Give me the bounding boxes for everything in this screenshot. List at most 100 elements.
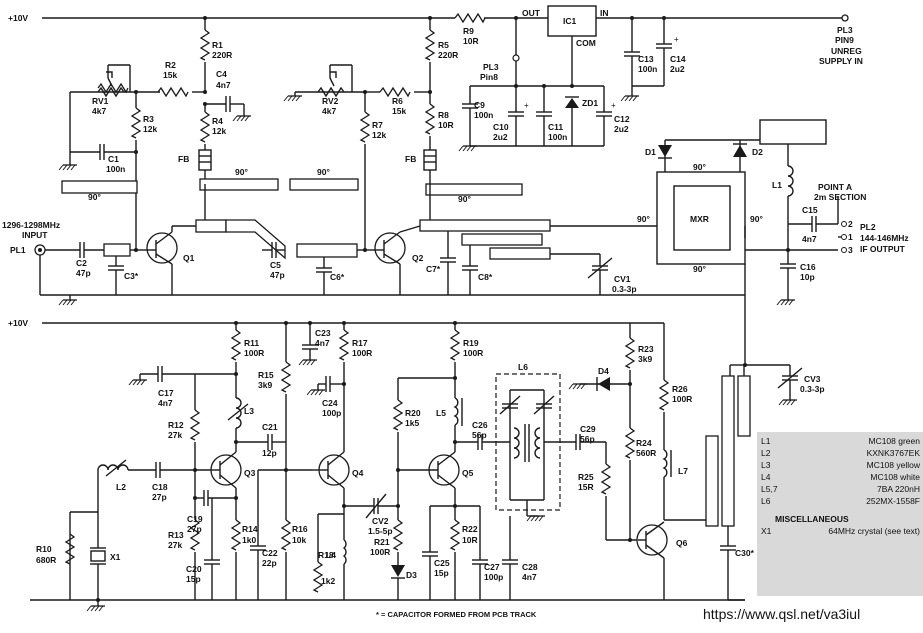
svg-text:R24: R24 <box>636 438 652 448</box>
svg-text:R15: R15 <box>258 370 274 380</box>
svg-text:90°: 90° <box>637 214 650 224</box>
regulator-ic1: IC1 OUT IN COM <box>522 5 609 86</box>
svg-text:R14: R14 <box>242 524 258 534</box>
svg-text:3k9: 3k9 <box>638 354 652 364</box>
svg-text:R21: R21 <box>374 537 390 547</box>
svg-text:R26: R26 <box>672 384 688 394</box>
svg-text:L1: L1 <box>772 180 782 190</box>
regulator-output-network: PL3 Pin8 C9 100n + C10 2u2 C11 100n ZD1 … <box>458 16 630 152</box>
svg-text:C29: C29 <box>580 424 596 434</box>
svg-text:560R: 560R <box>636 448 656 458</box>
svg-text:1.5-5p: 1.5-5p <box>368 526 393 536</box>
c7-c8: C7* C8* <box>426 231 493 295</box>
svg-text:144-146MHz: 144-146MHz <box>860 233 909 243</box>
svg-text:C25: C25 <box>434 558 450 568</box>
svg-text:R9: R9 <box>463 26 474 36</box>
svg-text:3: 3 <box>848 245 853 255</box>
mixer-block: MXR 90° 90° 90° 90° <box>550 162 763 274</box>
svg-text:CV1: CV1 <box>614 274 631 284</box>
svg-text:100p: 100p <box>322 408 341 418</box>
legend-key: L5,7 <box>761 484 778 494</box>
svg-text:4k7: 4k7 <box>322 106 336 116</box>
q5-network: R20 1k5 R21 100R D3 R19 100R L5 C26 56p <box>370 321 510 600</box>
svg-text:C28: C28 <box>522 562 538 572</box>
svg-text:IN: IN <box>600 8 609 18</box>
svg-text:L5: L5 <box>436 408 446 418</box>
svg-text:27k: 27k <box>168 540 182 550</box>
svg-text:100R: 100R <box>370 547 390 557</box>
svg-text:R25: R25 <box>578 472 594 482</box>
svg-text:C20: C20 <box>186 564 202 574</box>
legend-key: L4 <box>761 472 771 482</box>
svg-text:100n: 100n <box>548 132 567 142</box>
legend-key: L1 <box>761 436 771 446</box>
pcb-capacitor-footnote: * = CAPACITOR FORMED FROM PCB TRACK <box>376 610 537 619</box>
svg-text:R23: R23 <box>638 344 654 354</box>
svg-text:100R: 100R <box>352 348 372 358</box>
svg-text:R18: R18 <box>318 550 334 560</box>
svg-text:100R: 100R <box>463 348 483 358</box>
transistor-q5: Q5 <box>418 448 474 520</box>
svg-text:1k0: 1k0 <box>242 535 256 545</box>
svg-text:90°: 90° <box>88 192 101 202</box>
svg-text:R8: R8 <box>438 110 449 120</box>
svg-text:C15: C15 <box>802 205 818 215</box>
svg-text:C12: C12 <box>614 114 630 124</box>
transistor-q6: Q6 <box>636 521 688 600</box>
svg-text:90°: 90° <box>693 264 706 274</box>
svg-text:C19: C19 <box>187 514 203 524</box>
svg-text:R19: R19 <box>463 338 479 348</box>
svg-text:15p: 15p <box>434 568 449 578</box>
svg-text:PL3: PL3 <box>483 62 499 72</box>
svg-text:12k: 12k <box>143 124 157 134</box>
svg-text:R17: R17 <box>352 338 368 348</box>
svg-text:10k: 10k <box>292 535 306 545</box>
pl3-pin9-terminal <box>841 14 849 22</box>
c5: C5 47p <box>262 242 285 280</box>
svg-text:C17: C17 <box>158 388 174 398</box>
svg-text:PL3: PL3 <box>837 25 853 35</box>
svg-text:C5: C5 <box>270 260 281 270</box>
svg-text:R5: R5 <box>438 40 449 50</box>
l4-r18: L4 R18 1k2 <box>313 504 347 600</box>
svg-text:C14: C14 <box>670 54 686 64</box>
svg-text:D4: D4 <box>598 366 609 376</box>
svg-text:ZD1: ZD1 <box>582 98 598 108</box>
svg-text:15k: 15k <box>163 70 177 80</box>
svg-text:27p: 27p <box>187 524 202 534</box>
svg-text:R4: R4 <box>212 116 223 126</box>
svg-text:3k9: 3k9 <box>258 380 272 390</box>
source-credit: https://www.qsl.net/va3iul <box>703 606 861 622</box>
svg-text:680R: 680R <box>36 555 56 565</box>
svg-text:4n7: 4n7 <box>802 234 817 244</box>
svg-text:L2: L2 <box>116 482 126 492</box>
svg-text:C30*: C30* <box>735 548 755 558</box>
svg-text:+: + <box>524 101 529 110</box>
svg-text:RV2: RV2 <box>322 96 339 106</box>
svg-text:1: 1 <box>848 232 853 242</box>
svg-text:+: + <box>611 101 616 110</box>
r1: R1 220R <box>200 16 232 92</box>
svg-text:FB: FB <box>405 154 416 164</box>
svg-text:12k: 12k <box>372 130 386 140</box>
diodes-d1-d2: D1 D2 <box>645 119 827 172</box>
svg-text:POINT A: POINT A <box>818 182 852 192</box>
svg-text:L7: L7 <box>678 466 688 476</box>
q2-bias-network: RV2 4k7 R6 15k R7 12k R8 10R FB <box>283 64 454 184</box>
svg-text:R3: R3 <box>143 114 154 124</box>
legend-value: KXNK3767EK <box>866 448 920 458</box>
svg-text:0.3-3p: 0.3-3p <box>612 284 637 294</box>
svg-text:56p: 56p <box>580 434 595 444</box>
svg-text:10R: 10R <box>463 36 479 46</box>
svg-text:Q1: Q1 <box>183 253 195 263</box>
svg-text:R1: R1 <box>212 40 223 50</box>
svg-text:2: 2 <box>848 219 853 229</box>
svg-text:C4: C4 <box>216 69 227 79</box>
q4-supply: C23 4n7 R17 100R C24 100p <box>298 321 372 448</box>
svg-text:C9: C9 <box>474 100 485 110</box>
svg-text:X1: X1 <box>110 552 121 562</box>
svg-text:100n: 100n <box>638 64 657 74</box>
svg-text:12p: 12p <box>262 448 277 458</box>
oscillator-input: R10 680R X1 L2 C18 27p <box>36 459 180 612</box>
svg-text:90°: 90° <box>750 214 763 224</box>
